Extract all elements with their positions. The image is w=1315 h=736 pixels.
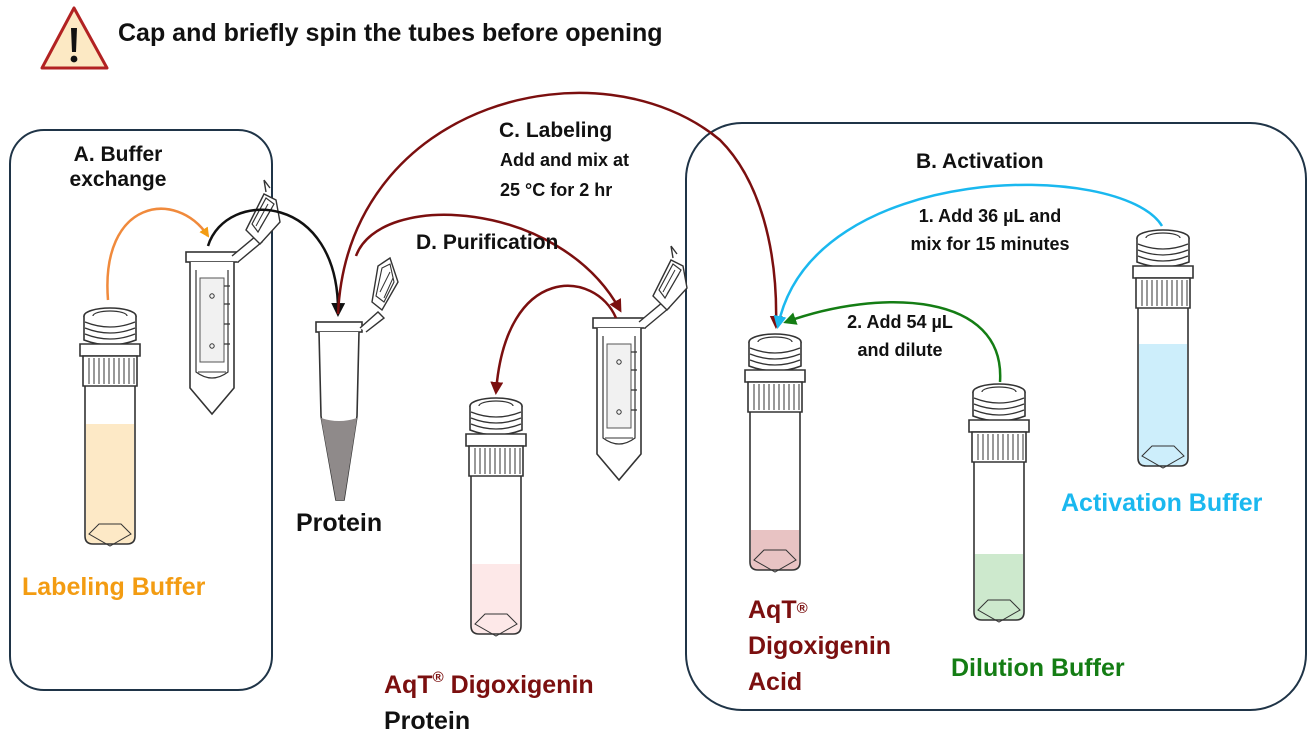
step-c-detail-line2: 25 °C for 2 hr — [500, 180, 613, 200]
step-b2-text: 2. Add 54 µL and dilute — [830, 312, 970, 361]
arrow-activation-buffer — [773, 183, 1164, 329]
panel-buffer-exchange — [9, 129, 273, 691]
acid-line2: Digoxigenin — [748, 632, 892, 660]
acid-label: AqT® Digoxigenin Acid — [748, 592, 891, 700]
arrow-buffer-exchange — [106, 207, 210, 301]
digoxigenin-protein-vial — [465, 397, 527, 637]
acid-product-name: AqT — [748, 596, 797, 624]
step-d-title: D. Purification — [416, 231, 559, 254]
warning-text: Cap and briefly spin the tubes before op… — [118, 19, 663, 47]
product-protein-name: AqT® Digoxigenin — [384, 668, 594, 700]
registered-mark: ® — [432, 668, 444, 686]
buffer-exchange-spin-column — [185, 179, 281, 415]
product-suffix: Digoxigenin — [443, 671, 594, 699]
product-name: AqT — [384, 671, 433, 699]
product-protein-line2: Protein — [384, 707, 471, 735]
step-b1-line2: mix for 15 minutes — [910, 233, 1070, 254]
step-b-title: B. Activation — [916, 150, 1044, 173]
step-a-line2: exchange — [69, 168, 167, 192]
arrow-labeling — [336, 91, 783, 329]
step-c-detail-line1: Add and mix at — [500, 150, 630, 170]
arrow-dilution-buffer — [783, 301, 1002, 383]
step-c-title: C. Labeling — [499, 119, 613, 142]
labeling-buffer-vial — [79, 307, 141, 547]
labeling-buffer-label: Labeling Buffer — [22, 573, 206, 601]
arrow-to-purification — [354, 213, 622, 313]
arrow-purified-product — [490, 284, 618, 395]
activation-buffer-vial — [1132, 229, 1194, 469]
dilution-buffer-label: Dilution Buffer — [951, 654, 1125, 682]
purification-spin-column — [592, 245, 688, 481]
step-b2-line1: 2. Add 54 µL — [847, 312, 953, 332]
step-a-title: A. Buffer exchange — [52, 142, 184, 192]
step-a-line1: A. Buffer — [73, 143, 163, 166]
activation-buffer-label: Activation Buffer — [1061, 489, 1263, 517]
acid-line3: Acid — [748, 668, 803, 696]
warning-triangle-icon — [40, 6, 109, 70]
step-b2-line2: and dilute — [857, 339, 943, 360]
protein-label: Protein — [296, 509, 383, 537]
step-b1-line1: 1. Add 36 µL and — [918, 206, 1062, 226]
dilution-buffer-vial — [968, 383, 1030, 623]
arrow-to-protein — [206, 208, 346, 317]
protein-microtube — [315, 256, 399, 501]
acid-registered-mark: ® — [796, 599, 808, 617]
digoxigenin-acid-vial — [744, 333, 806, 573]
panel-activation — [685, 122, 1307, 711]
step-b1-text: 1. Add 36 µL and mix for 15 minutes — [890, 206, 1090, 255]
